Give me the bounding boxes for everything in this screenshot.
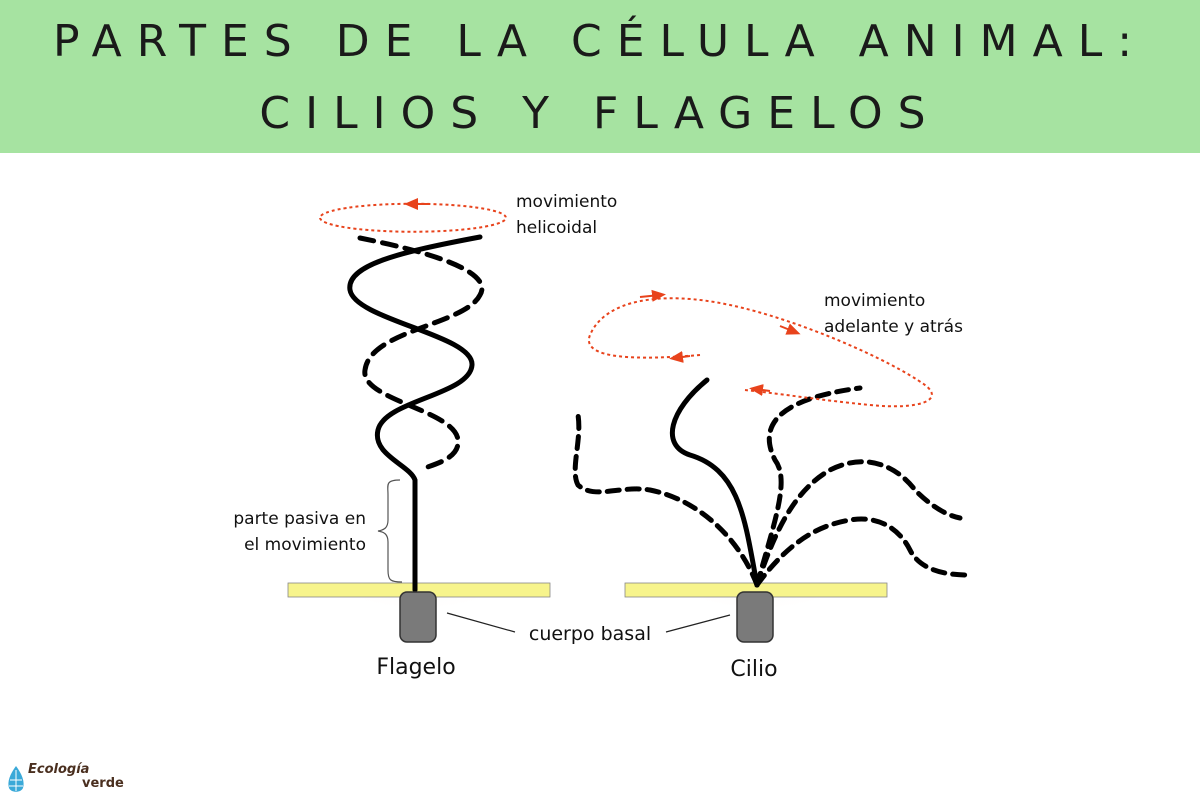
helical-movement-arrow: [319, 202, 507, 233]
passive-label-1: parte pasiva en: [233, 509, 366, 529]
helical-label-1: movimiento: [516, 192, 617, 212]
cilium-label: Cilio: [730, 657, 777, 682]
title-line-2: CILIOS Y FLAGELOS: [259, 88, 941, 139]
title-line-1: PARTES DE LA CÉLULA ANIMAL:: [52, 16, 1148, 67]
flagellum: [347, 234, 485, 593]
basal-body-left: [399, 591, 437, 643]
title-banner: PARTES DE LA CÉLULA ANIMAL: CILIOS Y FLA…: [0, 0, 1200, 153]
flagellum-label: Flagelo: [376, 655, 455, 680]
back-forth-label-1: movimiento: [824, 291, 925, 311]
basal-body-right: [736, 591, 774, 643]
logo-text-2: verde: [82, 776, 124, 791]
logo-text-1: Ecología: [28, 762, 90, 777]
back-forth-label-2: adelante y atrás: [824, 317, 963, 337]
ecologia-verde-logo: Ecología verde: [6, 762, 136, 796]
helical-label-2: helicoidal: [516, 218, 597, 238]
back-forth-movement-arrow: [587, 297, 933, 408]
basal-body-label: cuerpo basal: [529, 623, 651, 645]
cilium: [572, 377, 971, 588]
passive-part-brace: [377, 479, 403, 583]
passive-label-2: el movimiento: [244, 535, 366, 555]
